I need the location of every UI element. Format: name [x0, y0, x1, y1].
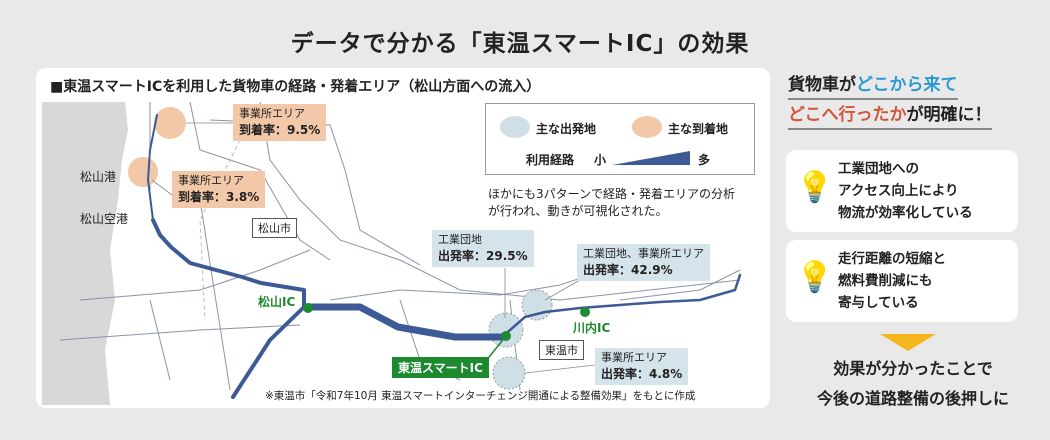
- map-heading: ■東温スマートICを利用した貨物車の経路・発着エリア（松山方面への流入）: [50, 79, 541, 95]
- source-note: ※東温市「令和7年10月 東温スマートインターチェンジ開通による整備効果」をもと…: [265, 390, 696, 402]
- place-airport: 松山空港: [80, 212, 129, 226]
- place-matsuyama-city: 松山市: [252, 218, 297, 238]
- area-label: 事業所エリア出発率：4.8%: [595, 348, 689, 385]
- arrival-area-circle: [154, 107, 186, 139]
- departure-area-circle: [488, 312, 524, 348]
- area-label: 事業所エリア到着率：3.8%: [172, 171, 266, 208]
- legend-large: 多: [698, 153, 711, 167]
- side-heading-line2: どこへ行ったかが明確に！: [788, 100, 992, 130]
- matsuyama-ic-marker: [303, 303, 313, 313]
- legend-departure: 主な出発地: [536, 122, 597, 136]
- kawauchi-ic-label: 川内IC: [573, 321, 611, 335]
- legend-route-label: 利用経路: [526, 153, 575, 167]
- lightbulb-icon: 💡: [796, 170, 834, 205]
- conclusion: 効果が分かったことで今後の道路整備の後押しに: [816, 359, 1009, 408]
- sea: [42, 102, 128, 405]
- place-toon-city: 東温市: [539, 340, 584, 360]
- kawauchi-ic-marker: [580, 307, 590, 317]
- page-title: データで分かる「東温スマートIC」の効果: [290, 31, 750, 57]
- effect-card: 💡 走行距離の短縮と燃料費削減にも寄与している: [786, 240, 1018, 322]
- analysis-note: ほかにも3パターンで経路・発着エリアの分析が行われ、動きが可視化された。: [488, 187, 736, 218]
- area-label: 事業所エリア到着率：9.5%: [233, 104, 327, 141]
- smart-ic-marker: [501, 331, 511, 341]
- area-label: 工業団地出発率：29.5%: [432, 230, 534, 267]
- legend-arrival: 主な到着地: [668, 122, 729, 136]
- arrival-area-circle: [128, 157, 158, 187]
- area-label: 工業団地、事業所エリア出発率：42.9%: [577, 244, 710, 281]
- legend: 主な出発地 主な到着地 利用経路 小 多: [485, 103, 755, 175]
- legend-small: 小: [594, 153, 607, 167]
- effect-card: 💡 工業団地へのアクセス向上により物流が効率化している: [786, 150, 1018, 232]
- departure-area-circle: [492, 356, 526, 390]
- usage-routes: [147, 114, 742, 399]
- lightbulb-icon: 💡: [796, 260, 834, 295]
- matsuyama-ic-label: 松山IC: [258, 295, 296, 309]
- down-arrow-icon: [880, 334, 936, 351]
- side-heading-line1: 貨物車がどこから来て: [788, 70, 958, 100]
- smart-ic-label: 東温スマートIC: [392, 357, 489, 378]
- place-port: 松山港: [80, 170, 117, 184]
